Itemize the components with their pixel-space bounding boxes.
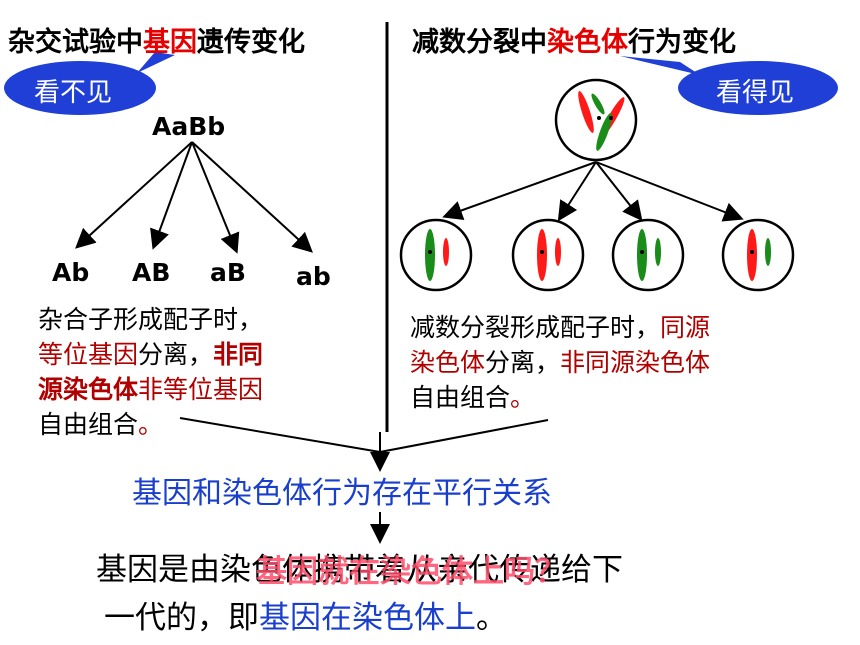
- question-overlay: 基因就在染色体上吗？: [256, 554, 566, 590]
- left-description: 杂合子形成配子时， 等位基因分离，非同 源染色体非等位基因 自由组合。: [38, 305, 264, 439]
- cell-arrows: [442, 161, 744, 222]
- left-bubble-text: 看不见: [34, 78, 113, 108]
- parent-genotype: AaBb: [152, 112, 226, 141]
- right-speech-bubble: [620, 56, 838, 115]
- left-title: 杂交试验中基因遗传变化: [8, 27, 305, 58]
- gamete-cell-3: [611, 218, 685, 292]
- gamete-cell-2: [511, 218, 585, 292]
- right-description: 减数分裂形成配子时，同源 染色体分离，非同源染色体 自由组合。: [410, 313, 711, 412]
- converging-lines: [179, 417, 549, 544]
- gamete-label-1: Ab: [52, 258, 90, 287]
- final-line-1: 基因是由染色体携带着从亲代传递给下: [96, 552, 623, 588]
- gamete-label-2: AB: [132, 258, 171, 287]
- gamete-cell-1: [399, 218, 473, 292]
- gamete-label-4: ab: [296, 262, 331, 291]
- gamete-label-3: aB: [210, 258, 246, 287]
- gamete-cell-4: [721, 218, 795, 292]
- genotype-arrows: [75, 141, 313, 254]
- parent-cell: [554, 78, 638, 162]
- left-speech-bubble: [4, 52, 175, 115]
- conclusion-text: 基因和染色体行为存在平行关系: [132, 476, 552, 511]
- final-line-2: 一代的，即基因在染色体上。: [104, 600, 507, 636]
- right-bubble-text: 看得见: [716, 78, 795, 108]
- right-title: 减数分裂中染色体行为变化: [412, 27, 736, 58]
